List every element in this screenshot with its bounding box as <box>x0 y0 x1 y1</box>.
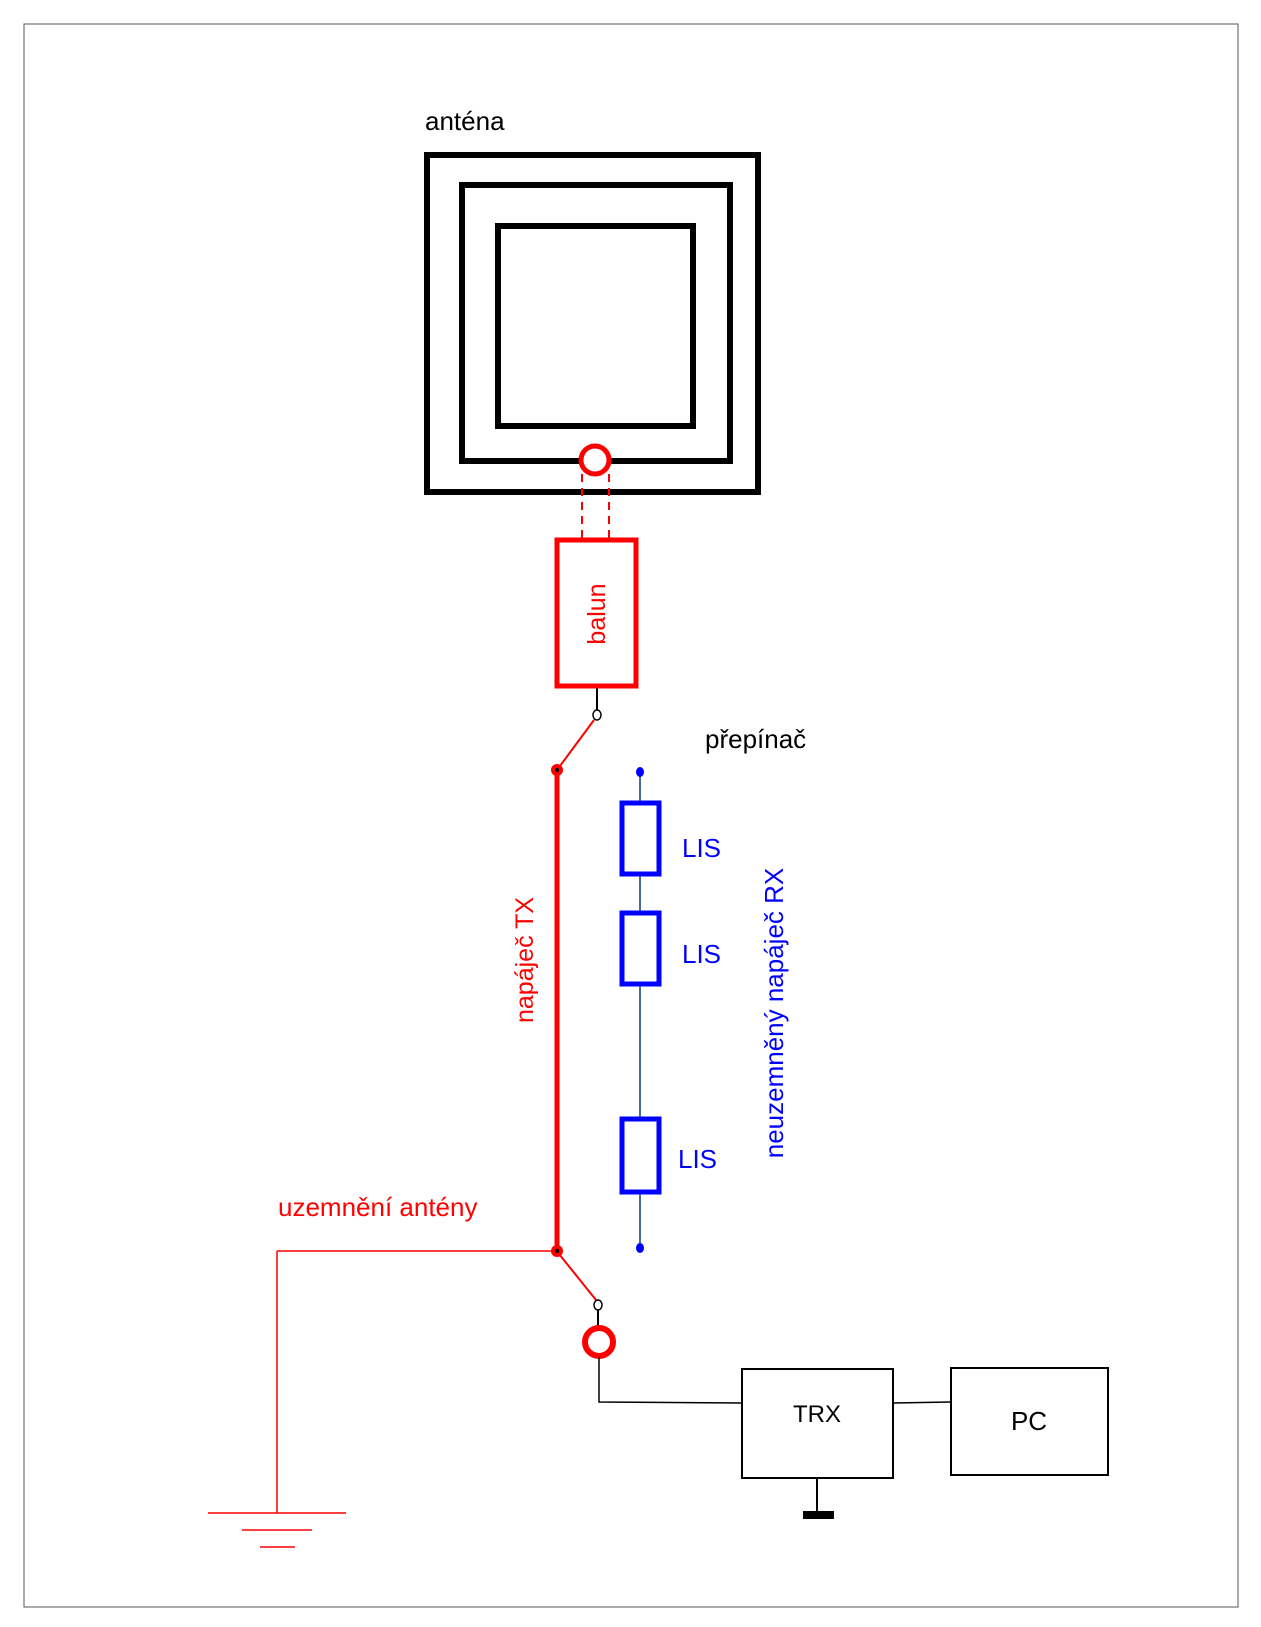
lis-1-box <box>619 800 662 877</box>
trx-label: TRX <box>793 1401 841 1428</box>
antenna <box>424 152 761 495</box>
lis-3-label: LIS <box>678 1144 717 1174</box>
antenna-outer-loop <box>424 152 761 495</box>
tx-feeder-label: napáječ TX <box>511 897 539 1023</box>
switch-top-arm <box>556 719 595 771</box>
ground-label: uzemnění antény <box>278 1192 477 1222</box>
pc-box <box>950 1367 1109 1476</box>
antenna-inner-loop <box>495 223 696 429</box>
rx-feeder <box>619 767 662 1253</box>
tx-feeder-bottom-node-dot <box>555 1249 559 1253</box>
lis-2-label: LIS <box>682 939 721 969</box>
switch-bottom-contact-icon <box>593 1299 603 1311</box>
lis-1-label: LIS <box>682 833 721 863</box>
trx-input-wire <box>598 1357 743 1404</box>
rx-feeder-top-node-icon <box>636 767 644 777</box>
antenna-feedpoint-icon <box>578 443 612 477</box>
trx-ground-icon <box>803 1511 834 1519</box>
balun-box <box>554 537 639 689</box>
page-frame <box>23 23 1239 1608</box>
pc-label: PC <box>1011 1406 1047 1436</box>
rx-feeder-bottom-node-icon <box>636 1243 644 1253</box>
switch-label: přepínač <box>705 724 806 754</box>
lis-2-box <box>619 910 662 987</box>
switch-top-contact-icon <box>592 709 602 721</box>
rx-feeder-label: neuzemněný napáječ RX <box>759 868 789 1159</box>
earth-ground-icon <box>208 1512 346 1548</box>
tx-feeder-top-node-dot <box>555 768 559 772</box>
switch-bottom-arm <box>558 1253 597 1301</box>
coax-connector-icon <box>582 1325 616 1359</box>
lis-3-box <box>619 1116 662 1195</box>
antenna-label: anténa <box>425 106 505 136</box>
balun-label: balun <box>583 583 611 644</box>
trx-pc-wire <box>892 1401 952 1404</box>
trx-box <box>741 1368 894 1479</box>
